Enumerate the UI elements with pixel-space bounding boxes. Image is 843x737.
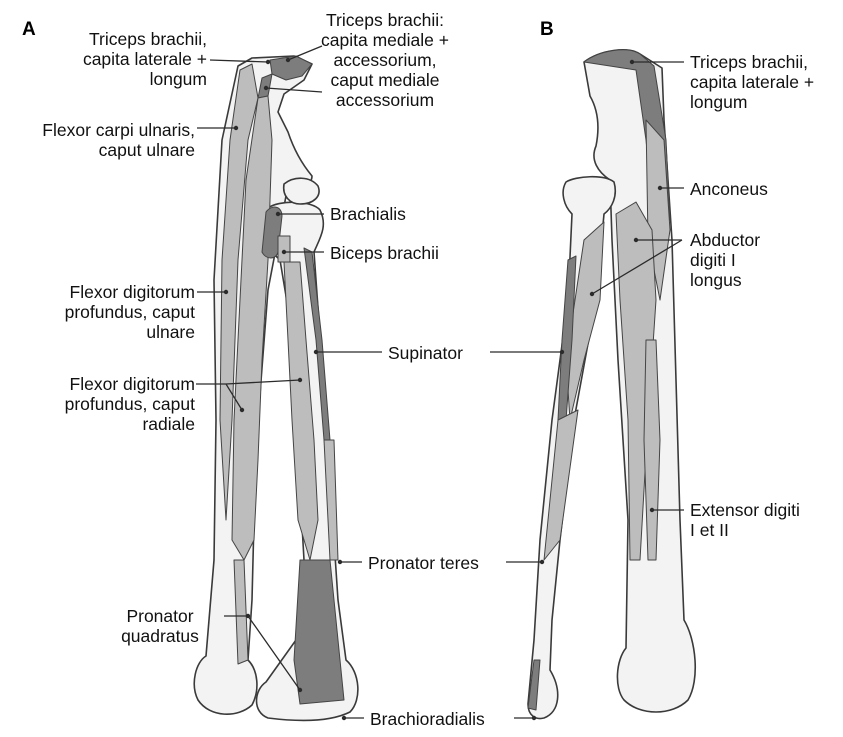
label-group: Triceps brachii,capita laterale +longumT…: [42, 10, 814, 729]
label-line: profundus, caput: [65, 394, 196, 414]
label-line: Biceps brachii: [330, 243, 439, 263]
label-line: Triceps brachii:: [326, 10, 444, 30]
label-brachioradialis: Brachioradialis: [370, 709, 485, 729]
label-line: caput ulnare: [99, 140, 195, 160]
label-a-brachialis: Brachialis: [330, 204, 406, 224]
label-line: Anconeus: [690, 179, 768, 199]
label-supinator: Supinator: [388, 343, 463, 363]
label-line: capita laterale +: [690, 72, 814, 92]
biceps-attachment-a: [278, 236, 290, 262]
label-line: Pronator: [126, 606, 193, 626]
label-a-biceps: Biceps brachii: [330, 243, 439, 263]
label-a-fcu: Flexor carpi ulnaris,caput ulnare: [42, 120, 195, 160]
label-line: I et II: [690, 520, 729, 540]
label-line: Flexor digitorum: [70, 374, 195, 394]
leader-a-triceps-med-1: [288, 46, 322, 60]
radius-head-a: [284, 178, 319, 204]
label-line: Brachialis: [330, 204, 406, 224]
label-line: Flexor carpi ulnaris,: [42, 120, 195, 140]
label-line: Abductor: [690, 230, 760, 250]
label-b-triceps-lat: Triceps brachii,capita laterale +longum: [690, 52, 814, 112]
label-line: longum: [690, 92, 747, 112]
label-line: longum: [150, 69, 207, 89]
label-line: Triceps brachii,: [690, 52, 808, 72]
label-line: Brachioradialis: [370, 709, 485, 729]
label-line: accessorium: [336, 90, 434, 110]
label-line: radiale: [142, 414, 195, 434]
label-line: Supinator: [388, 343, 463, 363]
label-line: capita laterale +: [83, 49, 207, 69]
panel-a-illustration: [194, 46, 382, 720]
label-line: Triceps brachii,: [89, 29, 207, 49]
extensor-attachment-b: [644, 340, 660, 560]
label-line: Pronator teres: [368, 553, 479, 573]
label-line: accessorium,: [333, 50, 436, 70]
label-line: longus: [690, 270, 742, 290]
label-line: caput mediale: [331, 70, 440, 90]
panel-label-a: A: [22, 19, 36, 40]
label-line: ulnare: [146, 322, 195, 342]
label-a-triceps-lat: Triceps brachii,capita laterale +longum: [83, 29, 207, 89]
label-b-anconeus: Anconeus: [690, 179, 768, 199]
label-a-triceps-med: Triceps brachii:capita mediale +accessor…: [321, 10, 449, 110]
label-pronator-teres: Pronator teres: [368, 553, 479, 573]
label-line: Flexor digitorum: [70, 282, 195, 302]
label-line: Extensor digiti: [690, 500, 800, 520]
panel-label-b: B: [540, 19, 554, 40]
label-line: quadratus: [121, 626, 199, 646]
label-line: capita mediale +: [321, 30, 449, 50]
label-line: profundus, caput: [65, 302, 196, 322]
label-line: digiti I: [690, 250, 736, 270]
panel-b-illustration: [490, 50, 695, 720]
